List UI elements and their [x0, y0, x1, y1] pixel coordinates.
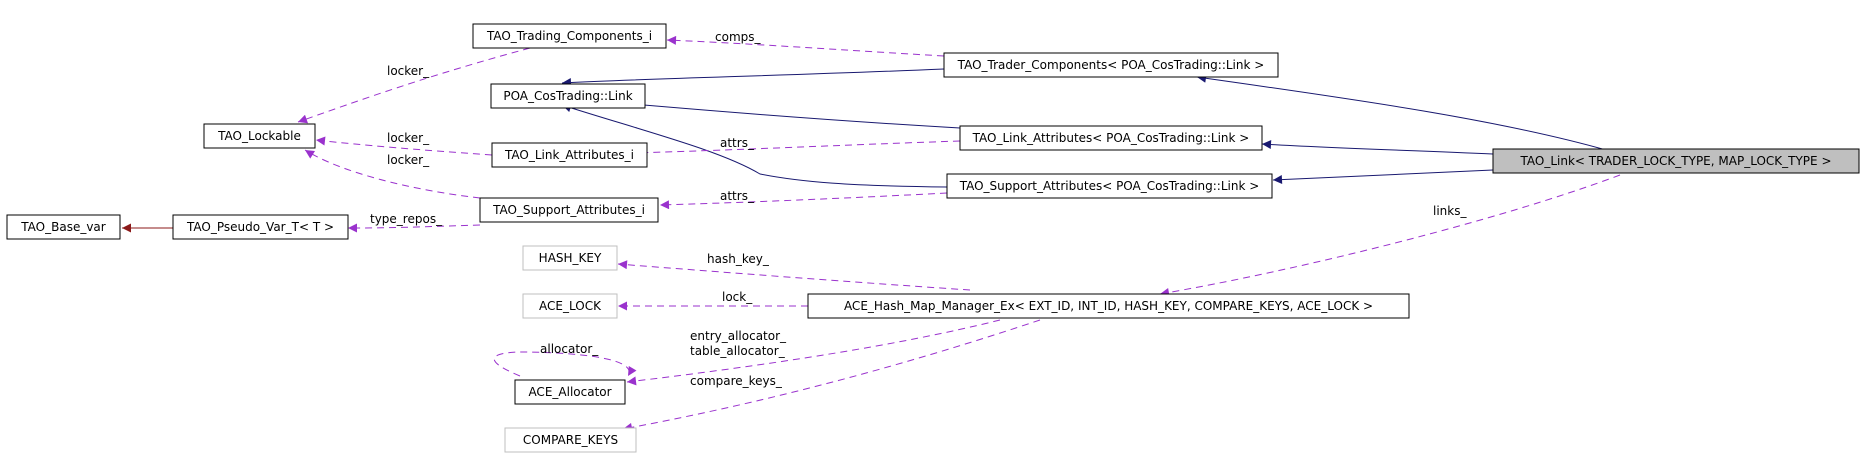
edge-trader-components-to-cos-link: [561, 68, 945, 88]
node-label: ACE_Allocator: [528, 385, 611, 399]
nodes: TAO_Trading_Components_i POA_CosTrading:…: [6, 23, 1860, 453]
node-trading-components-i[interactable]: TAO_Trading_Components_i: [472, 23, 667, 49]
node-label: ACE_LOCK: [539, 299, 602, 313]
edge-type-repos: [347, 223, 481, 233]
node-label: TAO_Support_Attributes< POA_CosTrading::…: [959, 179, 1260, 193]
node-link-attributes-i[interactable]: TAO_Link_Attributes_i: [491, 142, 648, 168]
node-trader-components[interactable]: TAO_Trader_Components< POA_CosTrading::L…: [943, 52, 1279, 78]
edge-label-hash-key: hash_key_: [707, 252, 770, 266]
edge-hash-key: [617, 260, 971, 291]
edge-label-type-repos: type_repos_: [370, 212, 443, 226]
node-label: TAO_Link< TRADER_LOCK_TYPE, MAP_LOCK_TYP…: [1520, 154, 1832, 168]
node-link-attributes[interactable]: TAO_Link_Attributes< POA_CosTrading::Lin…: [959, 125, 1263, 151]
node-hash-map-manager[interactable]: ACE_Hash_Map_Manager_Ex< EXT_ID, INT_ID,…: [807, 293, 1410, 319]
node-support-attributes-i[interactable]: TAO_Support_Attributes_i: [479, 197, 659, 223]
node-label: TAO_Link_Attributes_i: [504, 148, 634, 162]
edge-label-attrs-2: attrs_: [720, 189, 755, 203]
edge-locker-link-attr: [315, 136, 493, 156]
node-label: COMPARE_KEYS: [523, 433, 618, 447]
edge-attrs-link: [631, 140, 961, 158]
node-tao-link[interactable]: TAO_Link< TRADER_LOCK_TYPE, MAP_LOCK_TYP…: [1492, 148, 1860, 174]
edge-links: [1159, 174, 1621, 297]
edge-comps: [666, 35, 945, 57]
edge-labels: comps_ locker_ locker_ locker_ attrs_ at…: [370, 30, 1467, 388]
node-ace-lock[interactable]: ACE_LOCK: [522, 293, 618, 319]
edge-label-locker-3: locker_: [387, 153, 430, 167]
edge-label-locker-1: locker_: [387, 64, 430, 78]
node-label: TAO_Trading_Components_i: [486, 29, 652, 43]
node-base-var[interactable]: TAO_Base_var: [6, 214, 121, 240]
edge-tao-link-to-support-attributes: [1272, 169, 1494, 185]
node-label: TAO_Base_var: [20, 220, 106, 234]
edge-compare-keys: [622, 319, 1041, 432]
edge-label-lock: lock_: [722, 290, 753, 304]
edge-label-links: links_: [1433, 204, 1467, 218]
node-label: TAO_Support_Attributes_i: [492, 203, 645, 217]
node-label: TAO_Pseudo_Var_T< T >: [186, 220, 334, 234]
node-label: TAO_Lockable: [217, 129, 301, 143]
node-label: HASH_KEY: [539, 251, 602, 265]
edge-tao-link-to-link-attributes: [1261, 140, 1494, 155]
edge-label-allocator: allocator_: [540, 342, 599, 356]
edge-allocator-self: [493, 351, 637, 377]
edge-locker-trading: [297, 47, 531, 124]
node-label: ACE_Hash_Map_Manager_Ex< EXT_ID, INT_ID,…: [844, 299, 1373, 313]
node-label: POA_CosTrading::Link: [503, 89, 632, 103]
node-label: TAO_Link_Attributes< POA_CosTrading::Lin…: [972, 131, 1250, 145]
edge-label-attrs-1: attrs_: [720, 136, 755, 150]
node-ace-allocator[interactable]: ACE_Allocator: [514, 379, 626, 405]
edge-locker-support: [304, 149, 481, 199]
edges: [122, 35, 1621, 432]
node-hash-key[interactable]: HASH_KEY: [522, 245, 618, 271]
node-label: TAO_Trader_Components< POA_CosTrading::L…: [957, 58, 1265, 72]
node-compare-keys[interactable]: COMPARE_KEYS: [504, 427, 637, 453]
edge-label-compare-keys: compare_keys_: [690, 374, 783, 388]
edge-tao-link-to-trader-components: [1196, 73, 1607, 151]
edge-label-table-allocator: table_allocator_: [690, 344, 786, 358]
edge-label-locker-2: locker_: [387, 131, 430, 145]
edge-label-entry-allocator: entry_allocator_: [690, 329, 787, 343]
node-lockable[interactable]: TAO_Lockable: [203, 123, 316, 149]
node-support-attributes[interactable]: TAO_Support_Attributes< POA_CosTrading::…: [946, 173, 1273, 199]
node-cos-trading-link[interactable]: POA_CosTrading::Link: [490, 83, 646, 109]
edge-entry-table-allocator: [626, 319, 1001, 386]
edge-support-attributes-to-cos-link: [561, 103, 948, 188]
node-pseudo-var-t[interactable]: TAO_Pseudo_Var_T< T >: [172, 214, 349, 240]
edge-attrs-support: [659, 192, 948, 210]
edge-label-comps: comps_: [715, 30, 761, 44]
